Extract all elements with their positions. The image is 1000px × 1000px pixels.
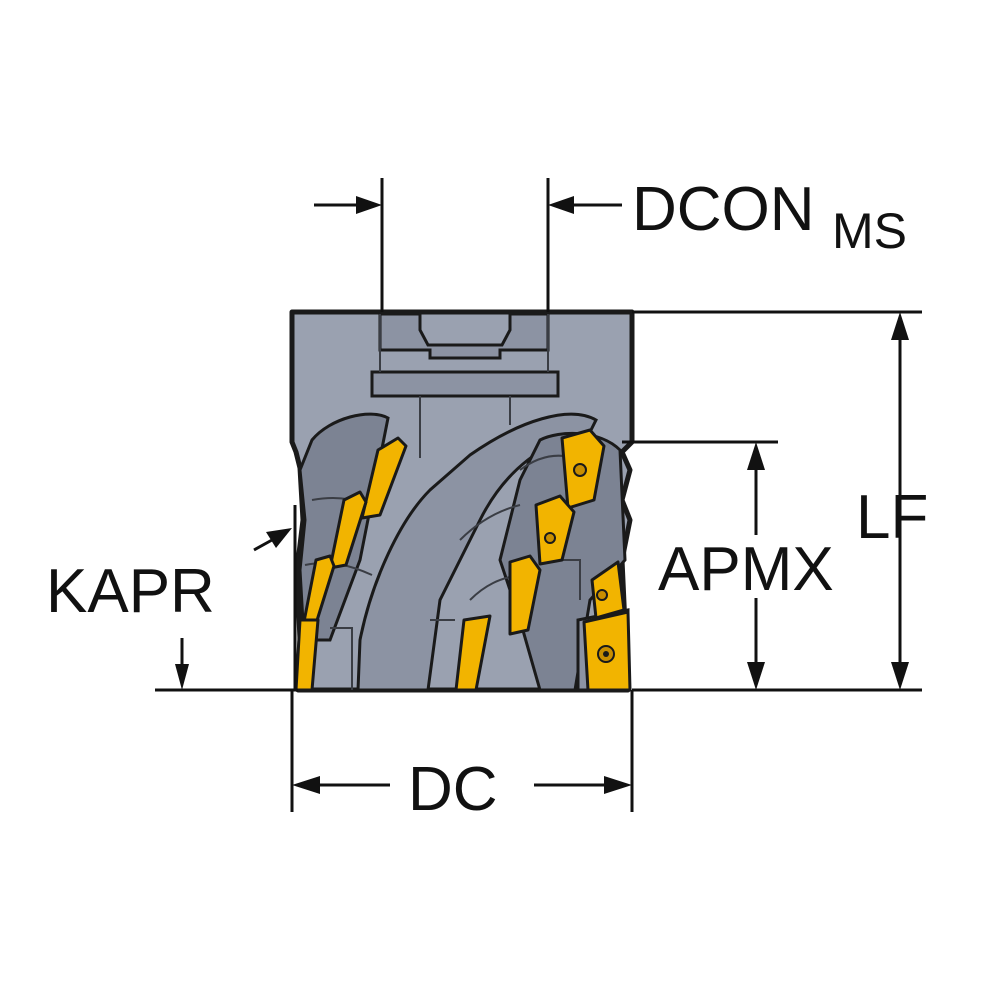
dcon-dimension <box>314 178 622 312</box>
helical-flute <box>356 412 598 692</box>
insert-face-side <box>590 560 626 620</box>
center-bore-lines <box>379 314 549 458</box>
kapr-dimension <box>155 505 298 692</box>
insert-right-lower-mid <box>508 554 542 636</box>
dc-dimension <box>290 690 634 812</box>
indexable-inserts <box>294 428 632 692</box>
lf-arrow-bottom <box>891 662 909 690</box>
center-bore-step <box>370 370 560 398</box>
insert-right-top-screw <box>573 463 587 477</box>
kapr-leader-arrow <box>175 664 189 690</box>
insert-center-bottom <box>454 614 492 692</box>
kapr-pointer-line <box>253 538 273 552</box>
apmx-dimension <box>622 440 778 690</box>
apmx-arrow-bottom <box>747 662 765 690</box>
dc-arrow-right <box>604 776 632 794</box>
apmx-label: APMX <box>658 535 834 604</box>
insert-left-bottom <box>294 618 320 692</box>
insert-right-upper-mid <box>534 494 576 566</box>
insert-face-front-screw-hole <box>603 651 609 657</box>
insert-face-side-screw <box>596 589 608 601</box>
insert-left-upper-mid <box>328 490 368 570</box>
dcon-arrow-left <box>356 196 382 214</box>
lf-label: LF <box>856 483 928 552</box>
dcon-arrow-right <box>548 196 574 214</box>
dc-arrow-left <box>292 776 320 794</box>
lf-dimension <box>632 310 922 692</box>
dc-label: DC <box>408 755 498 824</box>
apmx-arrow-top <box>747 442 765 470</box>
insert-right-upper-mid-screw <box>544 532 556 544</box>
kapr-pointer-arrow <box>266 528 292 548</box>
lf-arrow-top <box>891 312 909 340</box>
kapr-label: KAPR <box>46 557 215 626</box>
dcon-label: DCON <box>632 175 815 244</box>
dcon-subscript-label: MS <box>832 203 907 259</box>
